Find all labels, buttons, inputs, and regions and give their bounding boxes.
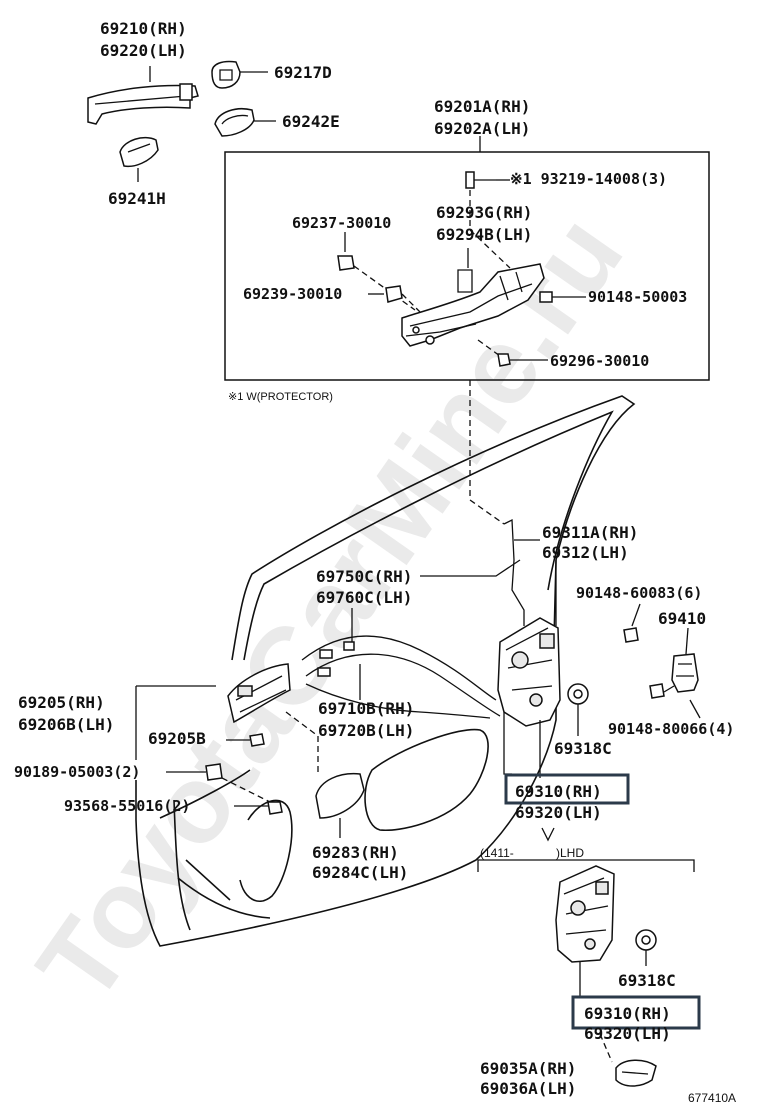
leader-90148-60083 (631, 603, 641, 627)
label-69750c: 69750C(RH) (316, 567, 412, 586)
dash-69035a (599, 1033, 613, 1063)
label-69284c: 69284C(LH) (312, 863, 408, 882)
label-69201a: 69201A(RH) (434, 97, 530, 116)
label-69294b: 69294B(LH) (436, 225, 532, 244)
rod-69311a (503, 518, 525, 626)
dash-69237 (353, 265, 416, 311)
label-69320-b: 69320(LH) (584, 1024, 671, 1043)
label-69241h: 69241H (108, 189, 166, 208)
label-69318c-a: 69318C (554, 739, 612, 758)
outside-handle (87, 83, 199, 125)
striker-detail (676, 663, 694, 677)
label-69036a: 69036A(LH) (480, 1079, 576, 1098)
label-69760c: 69760C(LH) (316, 588, 412, 607)
dash-69296 (477, 339, 501, 357)
screw-93568 (267, 801, 283, 815)
label-69320-a: 69320(LH) (515, 803, 602, 822)
label-69310-b: 69310(RH) (584, 1004, 671, 1023)
label-lhd: )LHD (556, 846, 584, 860)
pad-69242e (214, 108, 255, 137)
leader-69410 (685, 627, 689, 655)
label-69311a: 69311A(RH) (542, 523, 638, 542)
watermark: ToyotaCarMine.ru (14, 194, 646, 1024)
pad-69241h (119, 136, 159, 168)
label-93568: 93568-55016(2) (64, 797, 190, 815)
label-69217d: 69217D (274, 63, 332, 82)
dash-69239 (401, 293, 421, 313)
inside-handle-69205 (227, 663, 291, 724)
bolt-90148-60083 (623, 627, 639, 643)
door-lock-lhd (555, 865, 615, 963)
protector-note: ※1 W(PROTECTOR) (228, 391, 333, 403)
part-69035a-detail (621, 1071, 649, 1075)
dash-inset-to-rod-b (469, 499, 505, 525)
label-69310-a: 69310(RH) (515, 782, 602, 801)
label-69312: 69312(LH) (542, 543, 629, 562)
clip-69205b (249, 733, 265, 747)
leader-90148-80066 (663, 685, 675, 693)
leader-69750c-b (420, 559, 521, 577)
label-93219: ※1 93219-14008(3) (510, 170, 667, 188)
label-69720b: 69720B(LH) (318, 721, 414, 740)
part-69239 (385, 285, 403, 303)
label-90189: 90189-05003(2) (14, 763, 140, 781)
highlight-69310-b (571, 995, 701, 1030)
lhd-arrow (541, 827, 555, 842)
label-69205b: 69205B (148, 729, 206, 748)
lhd-bracket (477, 859, 695, 872)
label-69237: 69237-30010 (292, 214, 391, 232)
dash-handle (285, 711, 319, 737)
cover-69283 (315, 772, 365, 819)
label-90148-50003: 90148-50003 (588, 288, 687, 306)
label-69296: 69296-30010 (550, 352, 649, 370)
bolt-90148-50003 (539, 291, 553, 303)
label-90148-80066: 90148-80066(4) (608, 720, 734, 738)
label-69220: 69220(LH) (100, 41, 187, 60)
label-69202a: 69202A(LH) (434, 119, 530, 138)
dash-93219-b (469, 229, 511, 269)
handle-cover-69217d (211, 60, 241, 89)
leader-90148-80066-b (689, 699, 701, 719)
label-90148-60083: 90148-60083(6) (576, 584, 702, 602)
leader-69310-a (503, 712, 512, 775)
clip-69237 (337, 255, 355, 271)
label-69410: 69410 (658, 609, 706, 628)
label-69318c-b: 69318C (618, 971, 676, 990)
cables (301, 635, 501, 719)
label-69035a: 69035A(RH) (480, 1059, 576, 1078)
screw-93219 (465, 171, 496, 189)
door-outline (135, 395, 636, 947)
label-1411: (1411- (480, 846, 514, 860)
label-69205: 69205(RH) (18, 693, 105, 712)
highlight-69310-a (504, 773, 630, 805)
label-69239: 69239-30010 (243, 285, 342, 303)
door-lock-main (497, 617, 561, 727)
label-69206b: 69206B(LH) (18, 715, 114, 734)
diagram-code: 677410A (688, 1091, 736, 1105)
label-69210: 69210(RH) (100, 19, 187, 38)
clip-90189 (205, 763, 223, 781)
striker-69410 (671, 653, 699, 693)
label-69293g: 69293G(RH) (436, 203, 532, 222)
handle-frame-69293g (401, 263, 545, 347)
label-69710b: 69710B(RH) (318, 699, 414, 718)
label-69283: 69283(RH) (312, 843, 399, 862)
inset-box (224, 151, 710, 381)
washer-69318c-a-hole (573, 689, 583, 699)
label-69242e: 69242E (282, 112, 340, 131)
dash-93568 (221, 777, 271, 803)
washer-69318c-b-hole (641, 935, 651, 945)
part-69296 (497, 353, 511, 367)
bolt-90148-80066 (649, 683, 665, 699)
